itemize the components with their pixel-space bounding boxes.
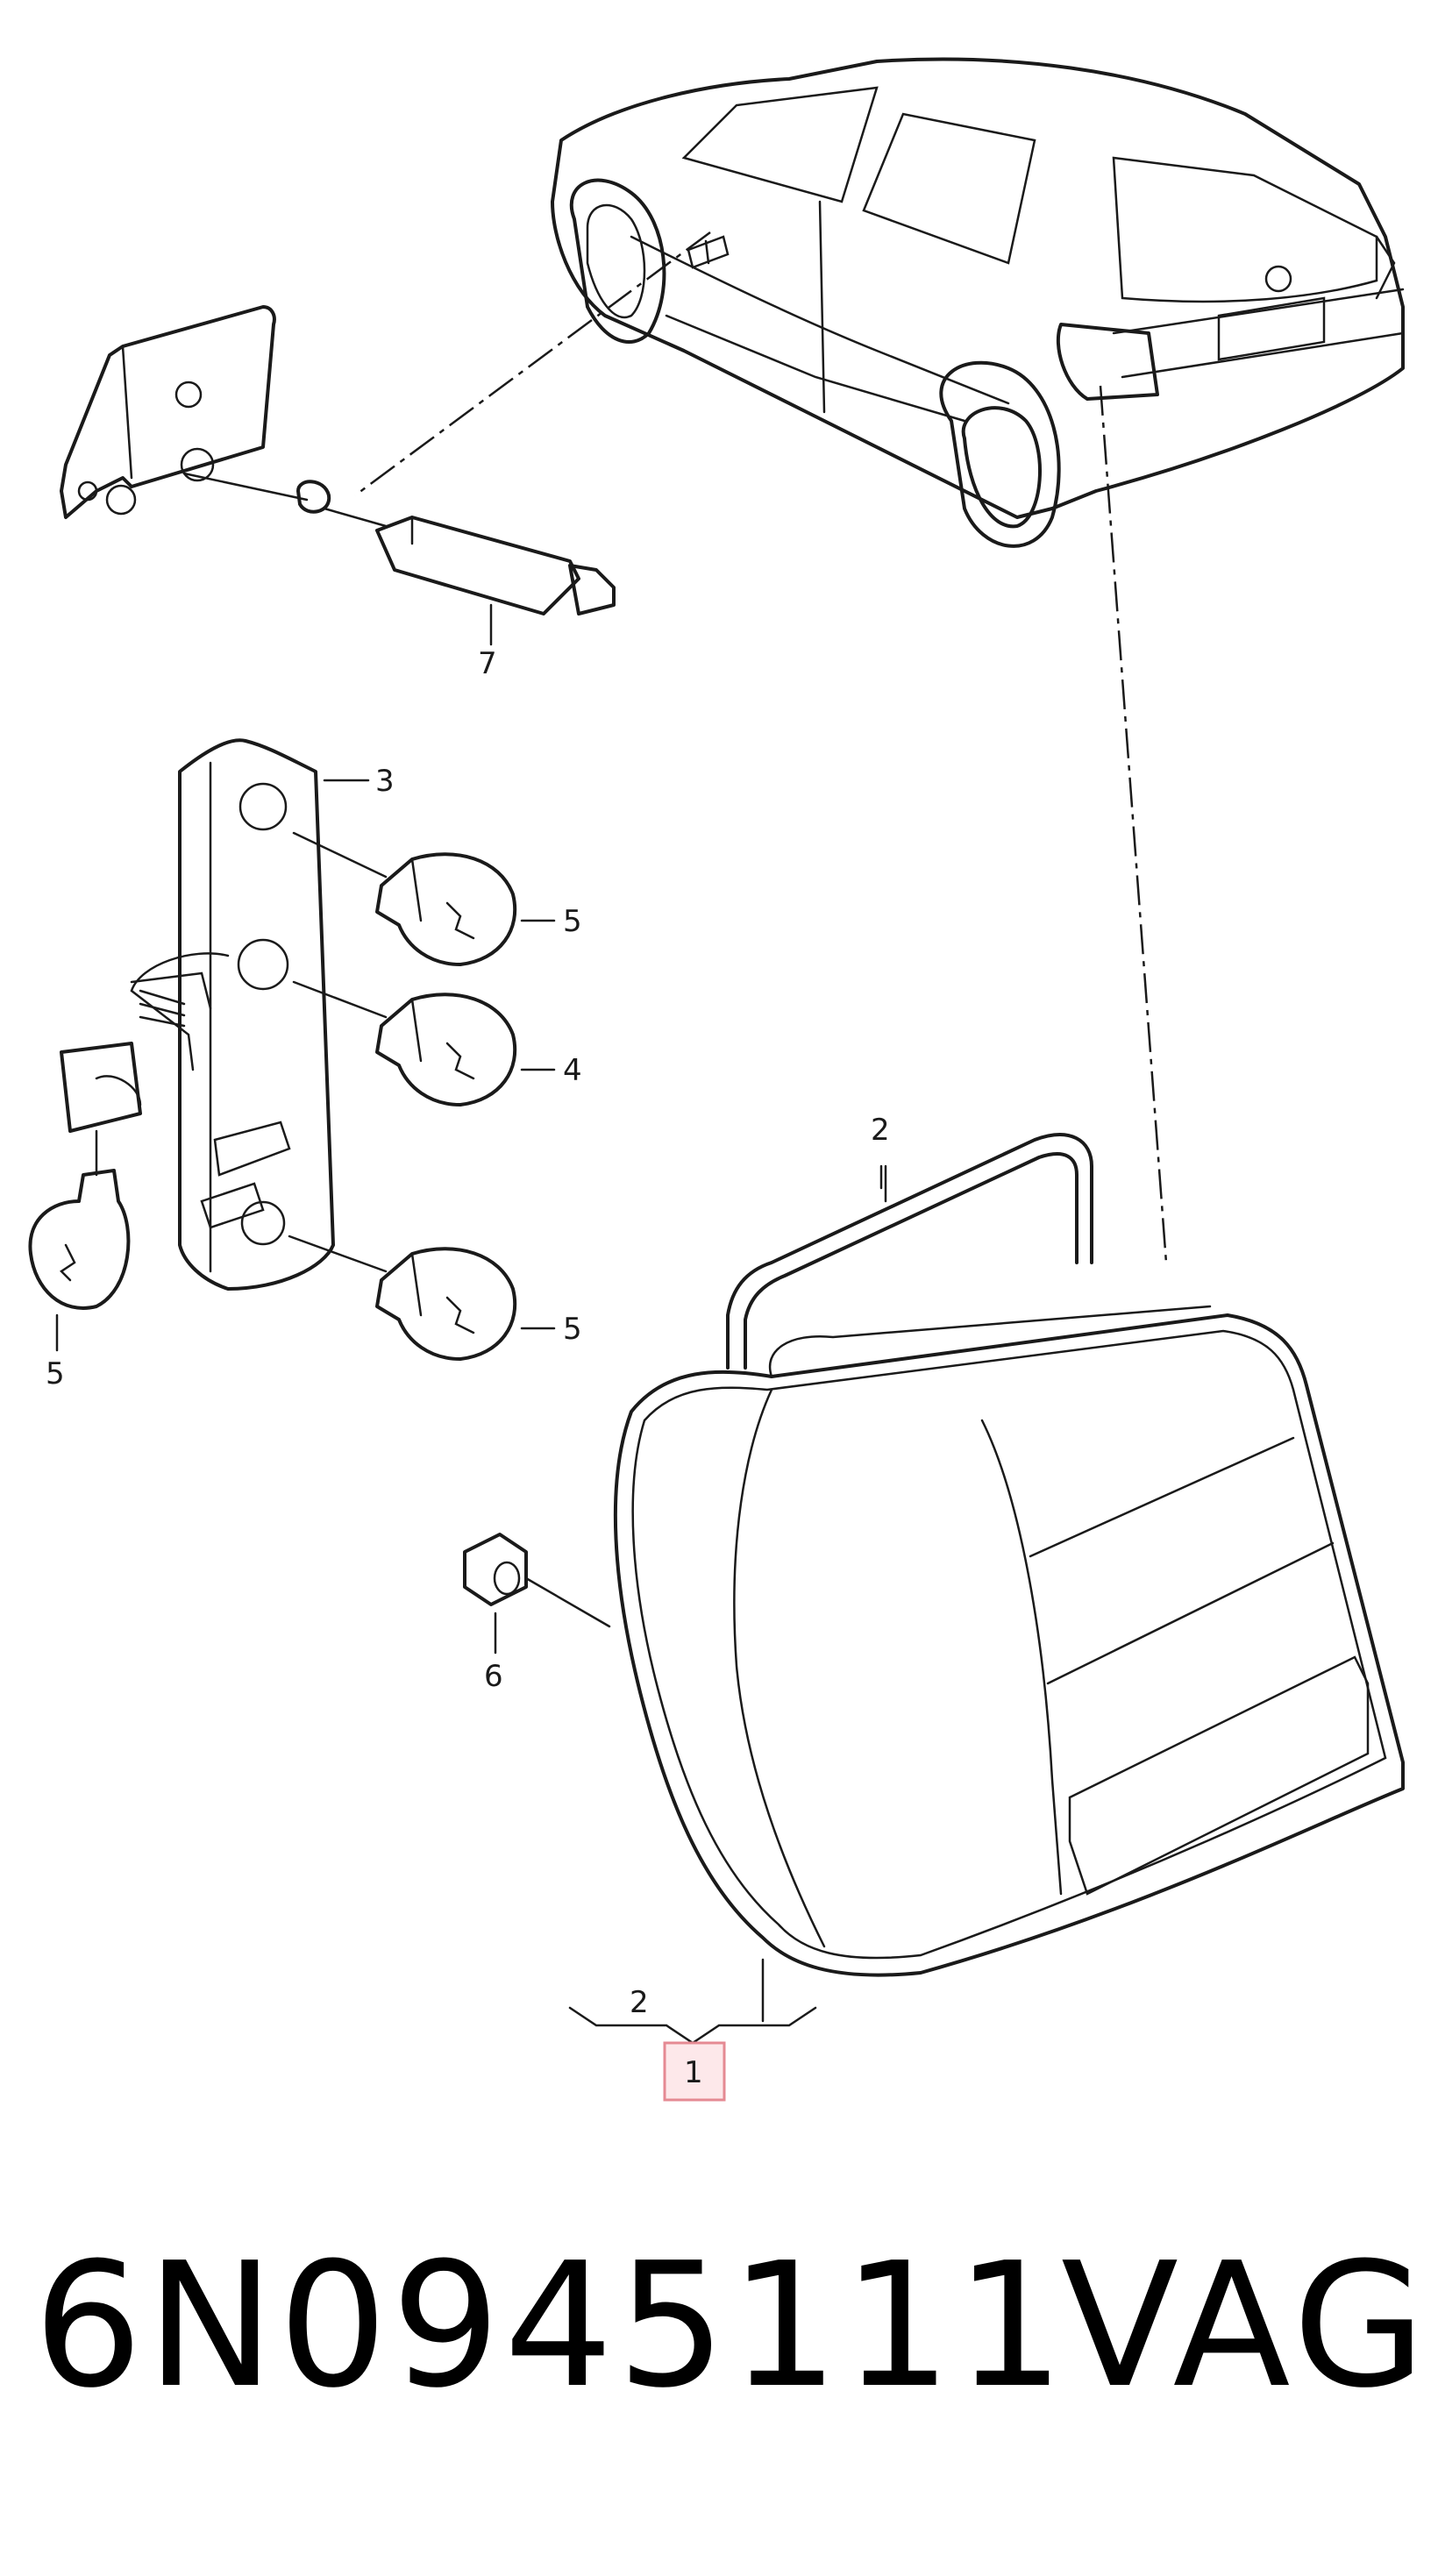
callout-7: 7 xyxy=(478,646,497,681)
bulb-bottom xyxy=(288,1235,517,1361)
brand-label: VAG xyxy=(1061,2226,1432,2426)
callout-labels: 7 3 5 4 5 5 6 2 2 1 xyxy=(46,646,890,2102)
nut-illustration xyxy=(463,1533,611,1628)
callout-leaders xyxy=(55,603,883,2045)
bulb-holder-illustration xyxy=(60,738,335,1291)
connector-cable-illustration xyxy=(182,472,616,616)
callout-5-bottom: 5 xyxy=(563,1312,582,1347)
bulb-middle xyxy=(292,980,517,1107)
highlight-box xyxy=(663,2041,726,2102)
leader-lines xyxy=(354,231,1168,1263)
part-number: 6N0945111 xyxy=(33,2226,1069,2426)
callout-5-left: 5 xyxy=(46,1356,65,1391)
callout-3: 3 xyxy=(375,764,395,799)
callout-5-top: 5 xyxy=(563,904,582,939)
callout-1[interactable]: 1 xyxy=(684,2055,703,2090)
seal-illustration xyxy=(726,1133,1093,1370)
callout-2-lower: 2 xyxy=(630,1985,649,2020)
callout-6: 6 xyxy=(484,1659,503,1694)
parts-diagram: 7 3 5 4 5 5 6 2 2 1 xyxy=(28,57,1405,2102)
tail-light-illustration xyxy=(613,1305,1405,1977)
callout-4: 4 xyxy=(563,1053,582,1088)
bulb-left xyxy=(28,1129,131,1310)
bulb-top xyxy=(292,831,517,966)
bracket-illustration xyxy=(60,305,276,519)
callout-2-upper: 2 xyxy=(871,1113,890,1148)
car-illustration xyxy=(551,57,1405,548)
